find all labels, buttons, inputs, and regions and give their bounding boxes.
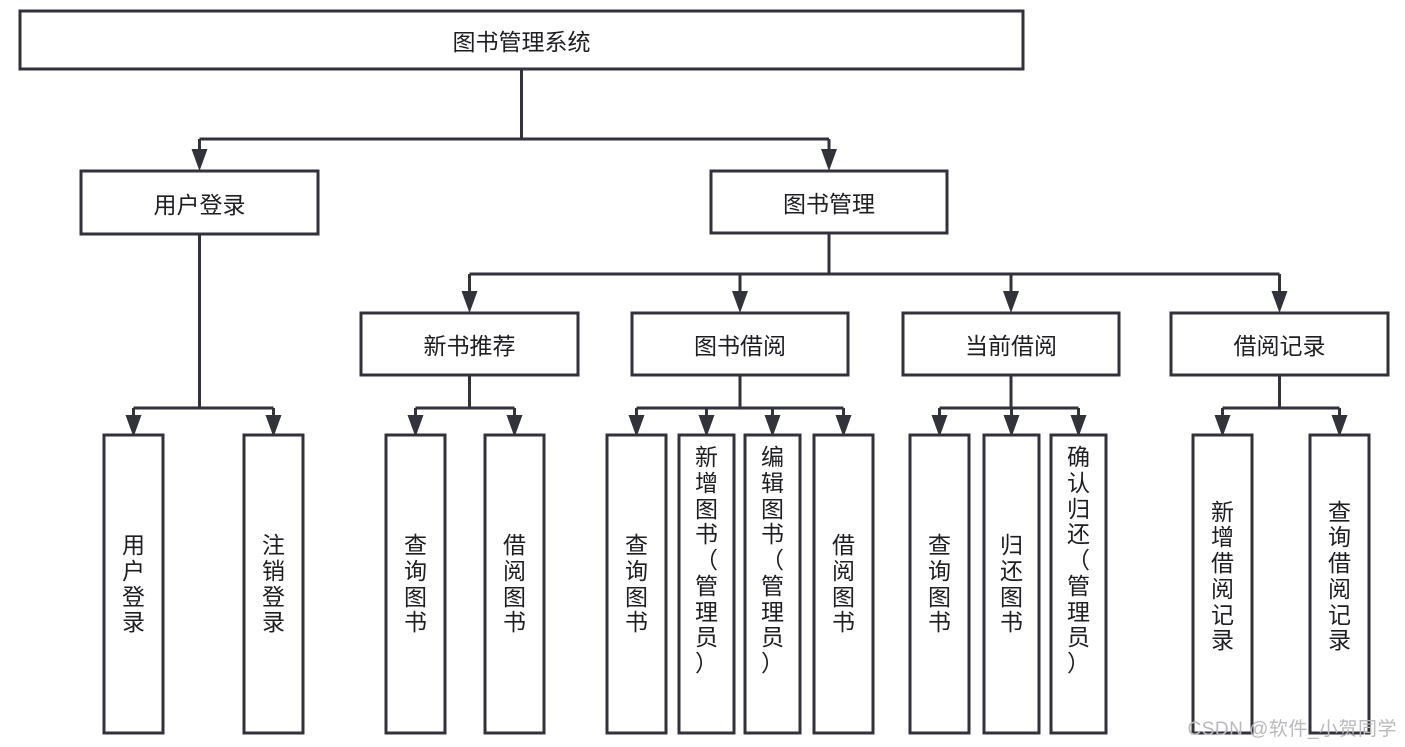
node-leaf-box-2[interactable] [384,433,447,735]
arrow-down-icon [1331,415,1348,437]
connectors-layer [125,69,1348,437]
node-leaf-box-1[interactable] [242,433,305,735]
arrow-down-icon [931,415,948,437]
nodes-layer [18,9,1390,735]
node-root-box[interactable] [18,9,1025,71]
arrow-down-icon [1271,291,1288,313]
arrow-down-icon [125,415,142,437]
arrow-down-icon [732,291,748,313]
node-leaf-box-5[interactable] [677,433,736,735]
node-leaf-box-11[interactable] [1191,433,1254,735]
node-leaf-box-3[interactable] [483,433,546,735]
node-leaf-box-7[interactable] [812,433,875,735]
arrow-down-icon [1003,415,1020,437]
node-leaf-box-12[interactable] [1308,433,1371,735]
arrow-down-icon [764,415,781,437]
arrow-down-icon [835,415,852,437]
node-leaf-box-9[interactable] [982,433,1041,735]
node-level2-box-2[interactable] [901,311,1121,377]
arrow-down-icon [191,149,208,171]
node-leaf-box-8[interactable] [908,433,971,735]
arrow-down-icon [265,415,282,437]
arrow-down-icon [628,415,645,437]
arrow-down-icon [506,415,523,437]
node-leaf-box-0[interactable] [102,433,165,735]
node-level1-box-1[interactable] [709,169,949,235]
node-leaf-box-4[interactable] [605,433,668,735]
arrow-down-icon [461,291,478,313]
arrow-down-icon [698,415,715,437]
arrow-down-icon [1003,291,1019,313]
node-level1-box-0[interactable] [79,169,320,236]
node-level2-box-3[interactable] [1169,311,1390,377]
node-level2-box-1[interactable] [630,311,850,377]
arrow-down-icon [407,415,424,437]
watermark: CSDN @软件_小贺同学 [1187,719,1397,740]
arrow-down-icon [821,149,837,171]
node-leaf-box-10[interactable] [1049,433,1108,735]
arrow-down-icon [1214,415,1231,437]
arrow-down-icon [1070,415,1087,437]
node-leaf-box-6[interactable] [743,433,802,735]
node-level2-box-0[interactable] [359,311,580,377]
